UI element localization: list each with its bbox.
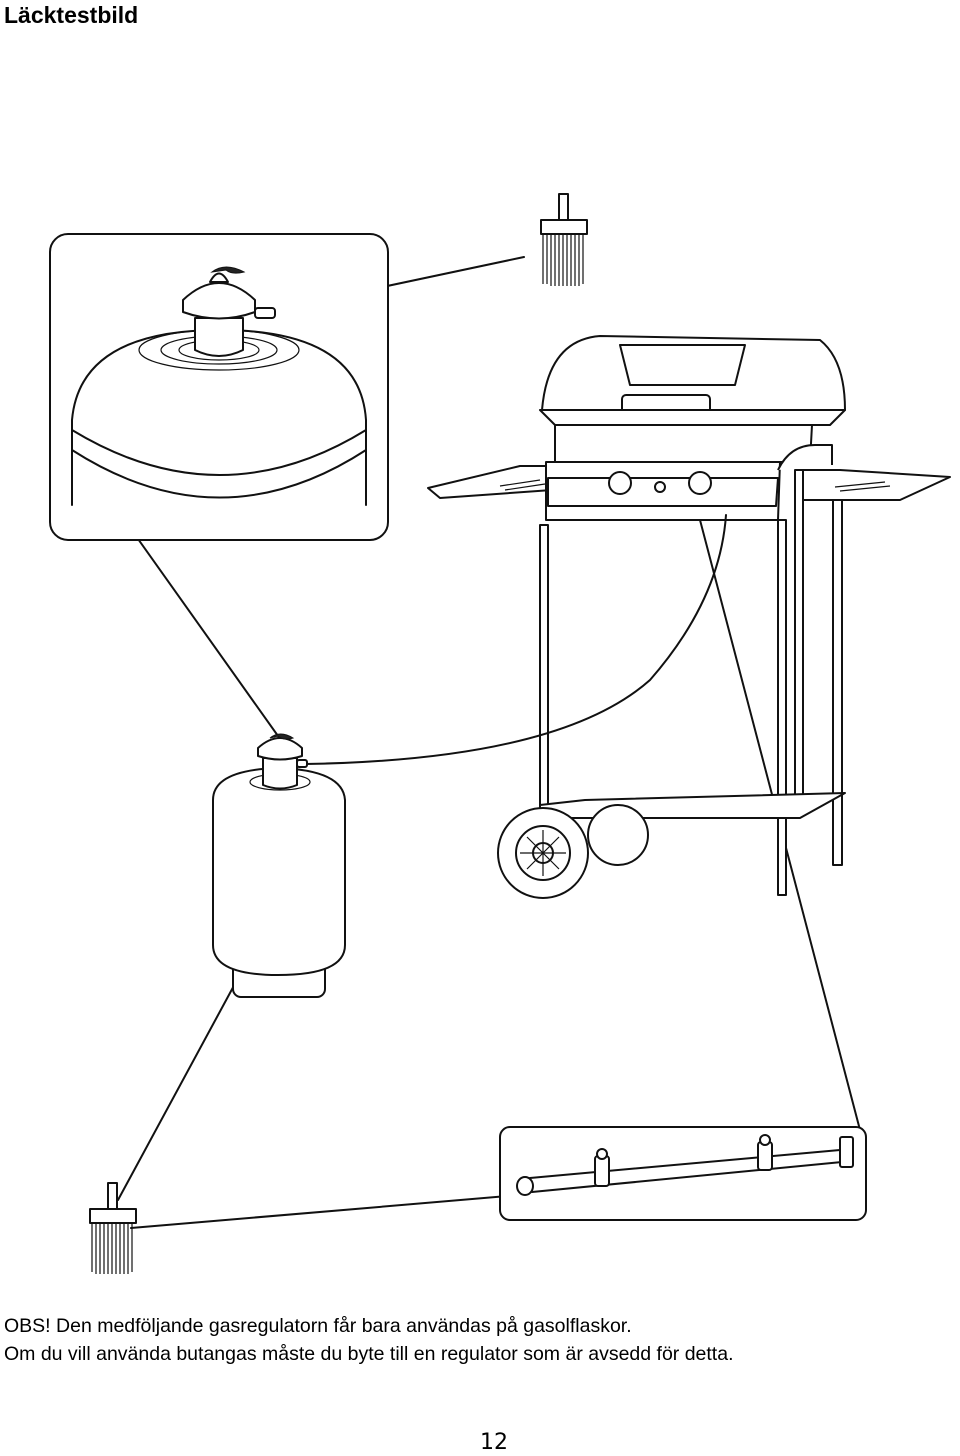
regulator-icon <box>182 266 276 357</box>
gas-hose <box>304 514 727 765</box>
burner-manifold-icon <box>499 1126 867 1221</box>
page-title: Läcktestbild <box>4 2 139 28</box>
brush-icon <box>540 193 588 286</box>
brush-icon <box>89 1182 137 1274</box>
page-number: 12 <box>480 1430 508 1455</box>
note-line-1: OBS! Den medföljande gasregulatorn får b… <box>4 1315 632 1337</box>
grill-icon <box>427 335 951 899</box>
gas-cylinder-icon <box>212 733 346 998</box>
note-line-2: Om du vill använda butangas måste du byt… <box>4 1343 734 1365</box>
leak-test-illustration <box>49 193 951 1274</box>
regulator-inset <box>49 233 389 541</box>
